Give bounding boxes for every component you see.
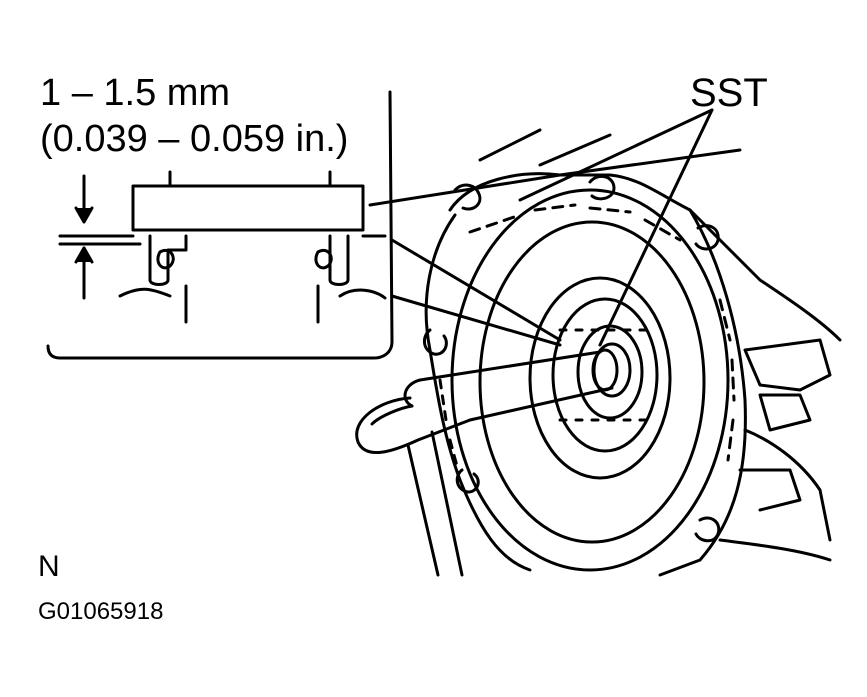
transmission-housing	[423, 128, 842, 577]
sst-leader-lines	[518, 108, 714, 347]
inset-detail	[46, 90, 394, 360]
dimension-inch-label: (0.039 – 0.059 in.)	[40, 118, 349, 160]
magnifier-leader	[368, 173, 562, 347]
figure-code: G01065918	[38, 598, 164, 625]
sst-label: SST	[690, 71, 768, 115]
converter-rings	[450, 188, 730, 572]
dimension-mm-label: 1 – 1.5 mm	[40, 72, 231, 114]
note-letter: N	[38, 550, 60, 583]
sst-driver-tool	[355, 348, 619, 577]
